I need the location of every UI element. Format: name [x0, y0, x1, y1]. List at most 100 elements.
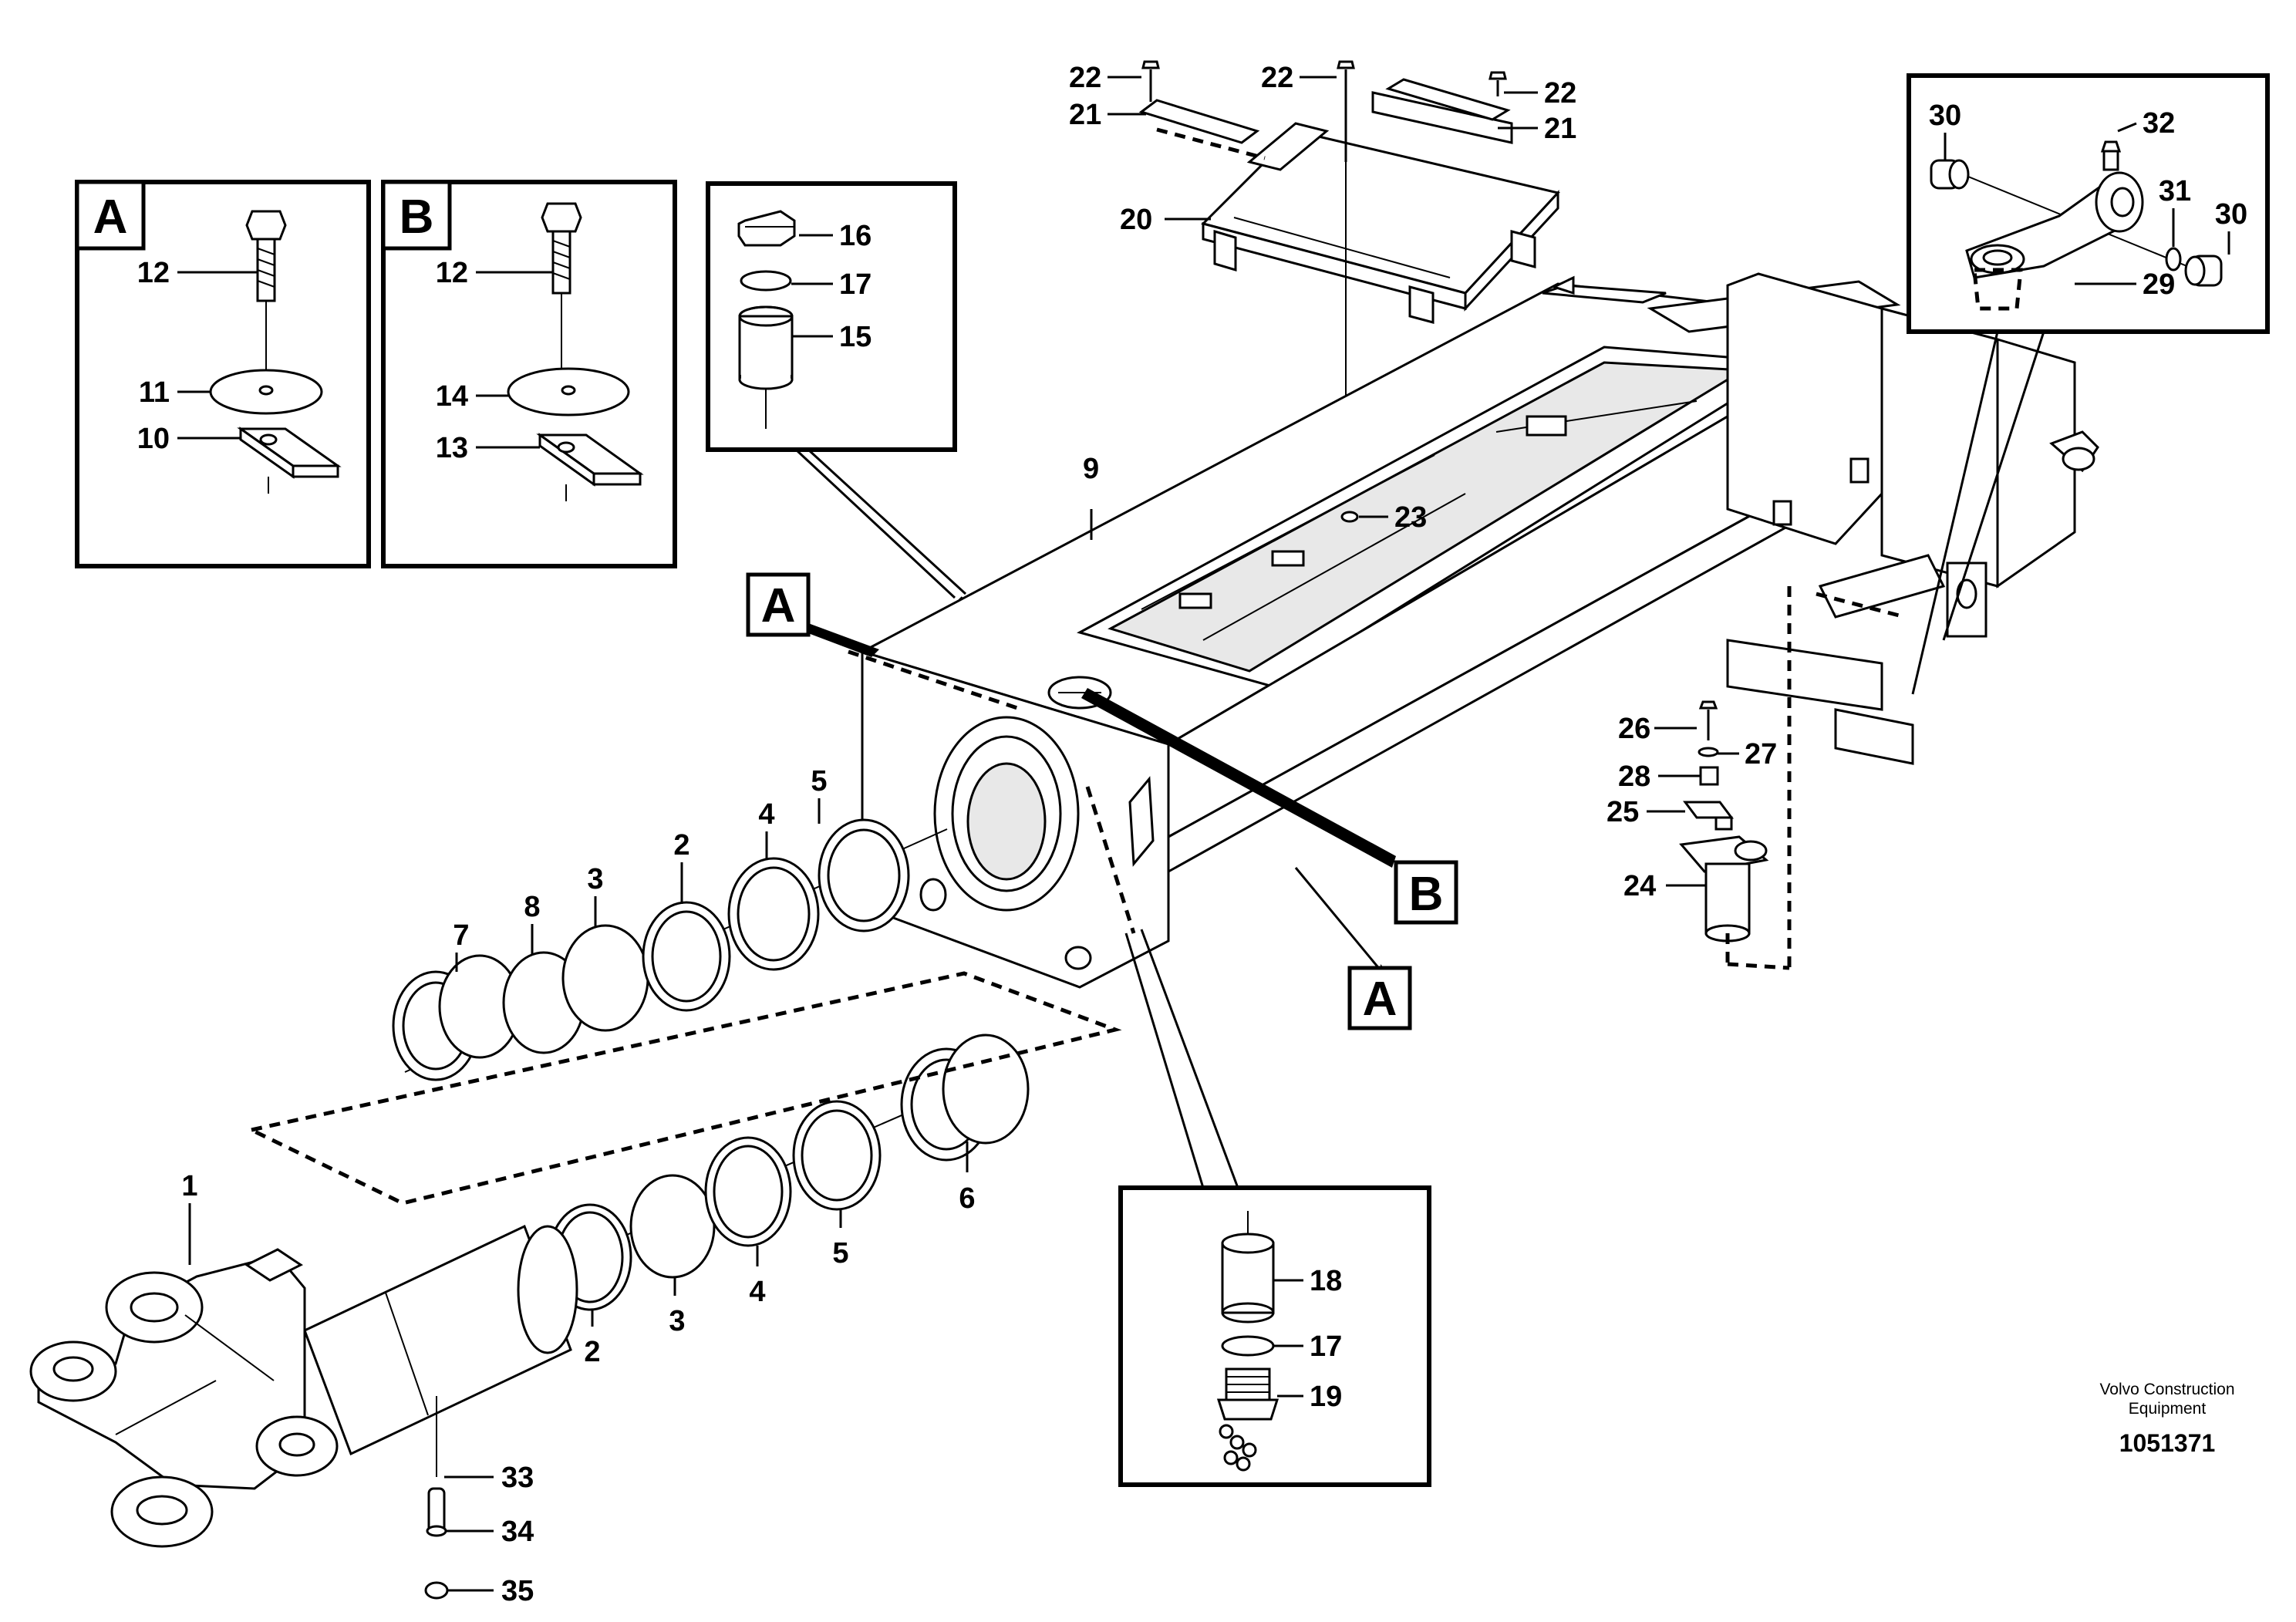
callout-8: 8	[524, 891, 540, 923]
o-ring-part-17-lower	[1221, 1335, 1275, 1357]
callout-22-right: 22	[1544, 77, 1576, 110]
inset-a: A 12 11 10	[75, 180, 371, 568]
callout-26: 26	[1618, 713, 1650, 745]
bracket-strip-part-21-left	[1138, 99, 1266, 160]
washer-part-27	[1698, 747, 1719, 757]
yoke-shaft-part-1	[29, 1224, 578, 1548]
callout-15: 15	[839, 321, 872, 353]
callout-6: 6	[959, 1182, 975, 1215]
sleeve-part-18	[1221, 1211, 1275, 1324]
cap-part-35	[424, 1581, 449, 1600]
reference-a-lower: A	[1294, 867, 1412, 1030]
bushing-part-6-lower	[900, 1034, 1030, 1162]
nut-part-23	[1340, 511, 1359, 523]
o-ring-part-3-lower	[629, 1174, 716, 1279]
wiper-ring-part-5-upper	[818, 818, 910, 932]
callout-17-lower: 17	[1310, 1330, 1342, 1363]
front-frame-part-9	[859, 272, 2099, 989]
inset-pivot: 30 32 31 30 29	[1907, 73, 2270, 695]
plug-part-16	[737, 210, 796, 247]
callout-17-top: 17	[839, 268, 872, 301]
callout-5-lower: 5	[832, 1237, 848, 1270]
credit-line-1: Volvo Construction	[2099, 1381, 2234, 1398]
reference-b: B	[1081, 688, 1458, 925]
callout-28: 28	[1618, 760, 1650, 793]
o-ring-part-17	[740, 270, 792, 292]
callout-31: 31	[2159, 175, 2191, 207]
callout-18: 18	[1310, 1265, 1342, 1297]
reference-a-lower-letter: A	[1363, 973, 1397, 1026]
callout-2-upper: 2	[673, 829, 689, 862]
bolt-part-12-b	[541, 202, 582, 369]
callout-22-mid: 22	[1261, 62, 1293, 94]
wiper-ring-part-5-lower	[792, 1100, 882, 1211]
washer-plate-part-11	[209, 369, 323, 415]
callout-4-upper: 4	[758, 798, 774, 831]
callout-21-left: 21	[1069, 99, 1101, 131]
callout-1: 1	[181, 1170, 197, 1202]
drawing-number: 1051371	[2119, 1429, 2216, 1457]
callout-3-lower: 3	[669, 1305, 685, 1337]
inset-b-letter: B	[400, 191, 434, 244]
callout-32: 32	[2143, 107, 2175, 140]
callout-9: 9	[1083, 453, 1099, 485]
lock-plate-part-25	[1683, 801, 1734, 819]
callout-23: 23	[1394, 501, 1427, 534]
grease-fitting-part-32	[2100, 140, 2122, 171]
lock-plate-part-10	[237, 427, 342, 494]
callout-21-right: 21	[1544, 113, 1576, 145]
callout-25: 25	[1607, 796, 1639, 828]
callout-14: 14	[436, 380, 468, 413]
bracket-strip-part-21-right	[1385, 78, 1511, 121]
bushing-part-7-upper	[392, 954, 521, 1081]
o-ring-part-3-upper	[561, 924, 649, 1032]
callout-13: 13	[436, 432, 468, 464]
plug-inset-leader	[794, 448, 956, 599]
spacer-part-28	[1699, 766, 1719, 786]
inset-a-letter: A	[93, 191, 128, 244]
lock-plate-part-13	[536, 433, 644, 501]
callout-27: 27	[1745, 738, 1777, 771]
pin-part-24	[1679, 835, 1769, 943]
callout-10: 10	[137, 423, 170, 455]
credit-line-2: Equipment	[2129, 1400, 2207, 1418]
backup-ring-part-4-lower	[704, 1136, 792, 1247]
callout-22-left: 22	[1069, 62, 1101, 94]
washer-part-31	[2165, 247, 2182, 271]
callout-16: 16	[839, 220, 872, 252]
callout-33: 33	[501, 1462, 534, 1494]
callout-29: 29	[2143, 268, 2175, 301]
bushing-part-30-left	[1930, 159, 1970, 190]
pivot-arm-part-29	[1965, 171, 2144, 311]
callout-20: 20	[1120, 204, 1152, 236]
callout-12: 12	[137, 257, 170, 289]
callout-11: 11	[139, 376, 170, 409]
reference-a-upper-letter: A	[761, 579, 796, 632]
callout-4-lower: 4	[749, 1276, 765, 1308]
reference-b-letter: B	[1409, 868, 1444, 921]
callout-3-upper: 3	[587, 863, 603, 895]
inset-plug: 16 17 15	[706, 181, 957, 452]
inset-nipple: 18 17 19	[1118, 929, 1431, 1487]
o-ring-part-34	[426, 1525, 447, 1537]
callout-2-lower: 2	[584, 1336, 600, 1368]
bolts-part-22	[1141, 60, 1507, 515]
callout-19: 19	[1310, 1381, 1342, 1413]
washer-plate-part-14	[507, 367, 630, 416]
stop-pin-assembly	[1679, 586, 1792, 970]
callout-12-b: 12	[436, 257, 468, 289]
reference-a-upper: A	[746, 572, 879, 657]
mounting-bracket-part-20	[1201, 91, 1560, 324]
sleeve-part-15	[738, 305, 794, 429]
inset-b: B 12 14 13	[381, 180, 677, 568]
backup-ring-part-4-upper	[727, 857, 820, 971]
callout-34: 34	[501, 1516, 534, 1548]
callout-35: 35	[501, 1575, 534, 1607]
callout-24: 24	[1623, 870, 1656, 902]
seal-set-guide	[245, 971, 1122, 1206]
callout-30-left: 30	[1929, 99, 1961, 132]
callout-7: 7	[453, 919, 469, 952]
seal-ring-part-2-upper	[642, 901, 731, 1012]
bushing-part-30-right	[2184, 255, 2223, 287]
